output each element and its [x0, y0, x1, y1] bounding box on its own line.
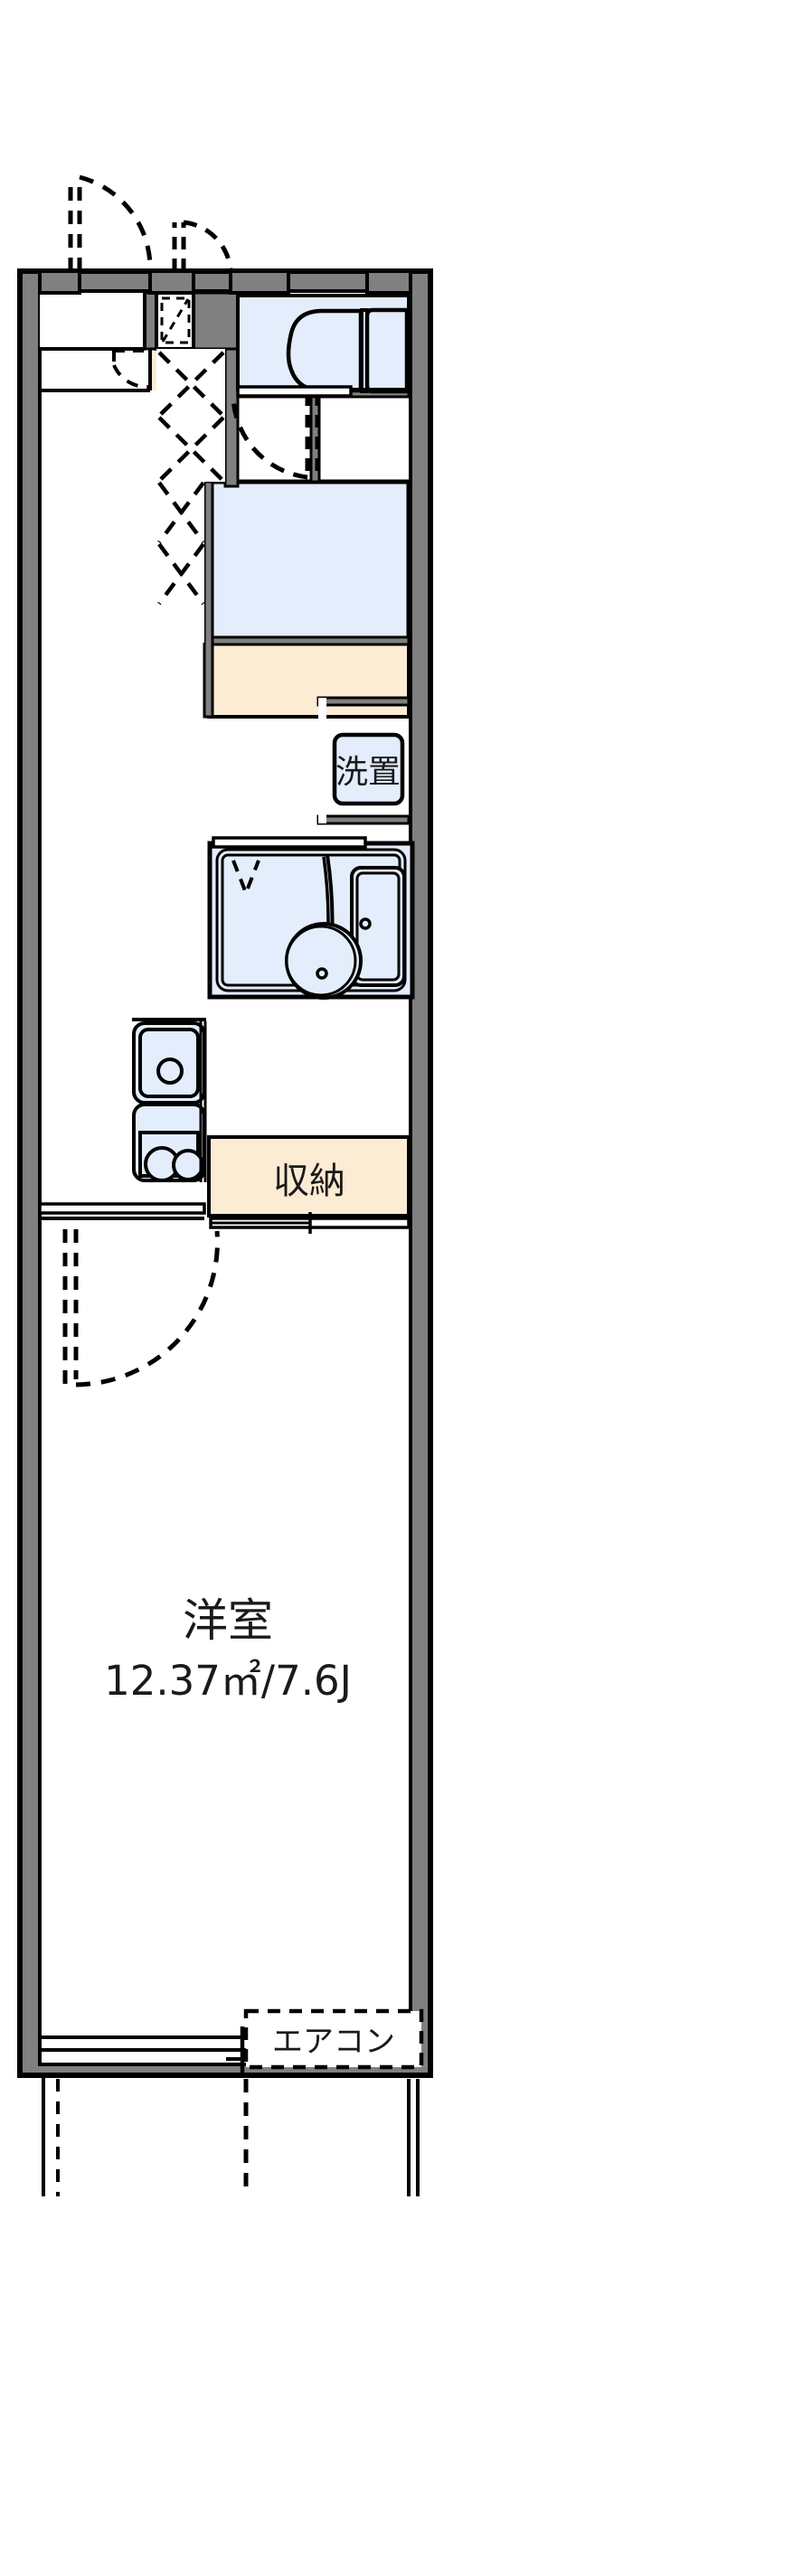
entrance-hall-hatching [157, 350, 225, 642]
aircon-marker: エアコン [243, 2008, 424, 2070]
washer-room-walls [316, 696, 411, 825]
aircon-box [243, 2008, 424, 2070]
balcony-edge-lines [42, 2075, 420, 2196]
washer-label: 洗置 [335, 754, 401, 791]
building-outline [17, 268, 433, 2078]
entrance-door[interactable] [68, 174, 153, 272]
unit-bath-room [207, 479, 411, 643]
kitchen-window [38, 1202, 206, 1215]
aircon-label: エアコン [272, 2024, 395, 2060]
bath-actual [231, 860, 406, 1000]
partition-overlay [38, 269, 412, 392]
kitchen-unit [132, 1018, 207, 1182]
toilet-door[interactable] [231, 393, 320, 480]
washer-room [318, 390, 409, 486]
toilet-icon [286, 307, 410, 394]
storage-door [209, 1212, 411, 1234]
toilet-door-opening [236, 385, 353, 398]
storage-room-area [207, 1135, 411, 1217]
storage-label: 収納 [273, 1161, 345, 1202]
bath-door-opening [212, 836, 367, 849]
page-title: 洋室 [183, 1594, 273, 1647]
wet-area-outlines [236, 294, 411, 398]
main-room-label-group: 洋室 12.37㎡/7.6J [104, 1594, 352, 1705]
main-room-area: 12.37㎡/7.6J [104, 1657, 352, 1705]
room-door[interactable] [62, 1229, 220, 1387]
entrance-inner-door[interactable] [172, 220, 233, 272]
storage-block: 収納 [207, 1135, 411, 1217]
kitchen-corridor [42, 293, 145, 2054]
washer-icon: 洗置 [332, 732, 405, 806]
door-swings [62, 174, 320, 1387]
bath-folding-door [231, 860, 260, 898]
